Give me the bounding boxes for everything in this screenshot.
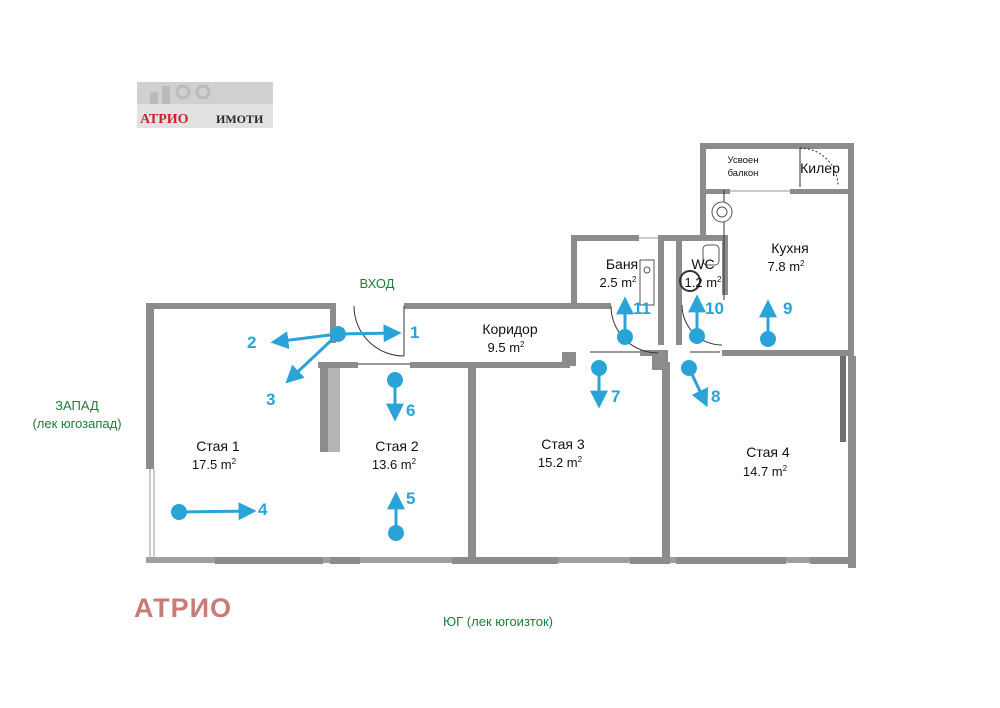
- marker-11-dot: [617, 329, 633, 345]
- wall-entry-left: [330, 303, 336, 343]
- marker-4-arrow: [178, 502, 257, 521]
- wall-east-lower: [848, 356, 856, 568]
- marker-1-3-dot: [330, 326, 346, 342]
- wall-bath-top: [571, 235, 639, 241]
- wall-top-room1: [146, 303, 336, 309]
- wall-room2-top-left: [318, 362, 358, 368]
- marker-7-dot: [591, 360, 607, 376]
- company-logo: АТРИО ИМОТИ: [137, 82, 273, 128]
- corridor-name: Коридор: [482, 321, 538, 337]
- wall-kitchen-bottom: [722, 350, 854, 356]
- marker-5-label: 5: [406, 489, 415, 508]
- room1-area: 17.5 m2: [192, 457, 237, 472]
- pantry-name: Килер: [800, 160, 840, 176]
- marker-9-label: 9: [783, 299, 792, 318]
- marker-8-dot: [681, 360, 697, 376]
- wall-room3-room4: [662, 362, 670, 563]
- balcony-label-line1: Усвоен: [728, 155, 759, 166]
- marker-6-label: 6: [406, 401, 415, 420]
- wall-room2-room3-top: [410, 362, 570, 368]
- marker-8-label: 8: [711, 387, 720, 406]
- marker-1-label: 1: [410, 323, 419, 342]
- wall-wc-east: [722, 235, 728, 295]
- room3-name: Стая 3: [541, 436, 585, 452]
- windows: [149, 190, 810, 561]
- fixtures: [639, 201, 733, 306]
- marker-2-label: 2: [247, 333, 256, 352]
- kitchen-area: 7.8 m2: [768, 259, 806, 274]
- marker-4-label: 4: [258, 500, 268, 519]
- marker-3-label: 3: [266, 390, 275, 409]
- room4-name: Стая 4: [746, 444, 790, 460]
- west-sublabel: (лек югозапад): [32, 416, 121, 431]
- south-label: ЮГ (лек югоизток): [443, 614, 553, 629]
- wall-west: [146, 303, 154, 469]
- marker-10-label: 10: [705, 299, 724, 318]
- marker-11-label: 11: [633, 299, 651, 318]
- walls: [146, 143, 856, 568]
- marker-2-arrow: [270, 331, 339, 350]
- marker-9-dot: [760, 331, 776, 347]
- marker-1-arrow: [337, 324, 402, 343]
- bath-area: 2.5 m2: [600, 275, 638, 290]
- wall-balcony-top: [700, 143, 854, 149]
- bath-name: Баня: [606, 256, 638, 272]
- wall-wc-west: [676, 235, 682, 345]
- view-marker-dots: [171, 326, 776, 541]
- marker-10-dot: [689, 328, 705, 344]
- view-marker-numbers: 1 2 3 4 5 6 7 8 9 10 11: [247, 299, 792, 519]
- wall-bath-east: [658, 235, 664, 345]
- room3-area: 15.2 m2: [538, 455, 583, 470]
- wall-top-corridor: [404, 303, 572, 309]
- wall-room2-west: [320, 362, 328, 452]
- marker-3-arrow: [285, 332, 340, 384]
- room2-area: 13.6 m2: [372, 457, 417, 472]
- wall-wc-top: [664, 235, 728, 241]
- balcony-label-line2: балкон: [728, 168, 759, 179]
- marker-7-label: 7: [611, 387, 620, 406]
- corridor-area: 9.5 m2: [488, 340, 526, 355]
- wall-room2-room3: [468, 368, 476, 563]
- wall-bath-west: [571, 235, 577, 309]
- watermark-text: АТРИО: [134, 593, 232, 623]
- entrance-label: ВХОД: [360, 276, 395, 291]
- wall-east-upper: [848, 143, 854, 361]
- west-label: ЗАПАД: [55, 398, 99, 413]
- logo-brand-text: АТРИО: [140, 112, 189, 127]
- marker-4-dot: [171, 504, 187, 520]
- marker-5-dot: [388, 525, 404, 541]
- wc-area: 1.2 m2: [685, 275, 723, 290]
- wc-name: WC: [691, 256, 714, 272]
- compass-labels: ВХОД ЗАПАД (лек югозапад) ЮГ (лек югоизт…: [32, 276, 553, 629]
- room4-area: 14.7 m2: [743, 464, 788, 479]
- room-labels: Стая 1 17.5 m2 Стая 2 13.6 m2 Стая 3 15.…: [192, 155, 840, 479]
- marker-6-dot: [387, 372, 403, 388]
- kitchen-name: Кухня: [771, 240, 808, 256]
- logo-suffix-text: ИМОТИ: [216, 112, 264, 126]
- room2-name: Стая 2: [375, 438, 419, 454]
- room1-name: Стая 1: [196, 438, 240, 454]
